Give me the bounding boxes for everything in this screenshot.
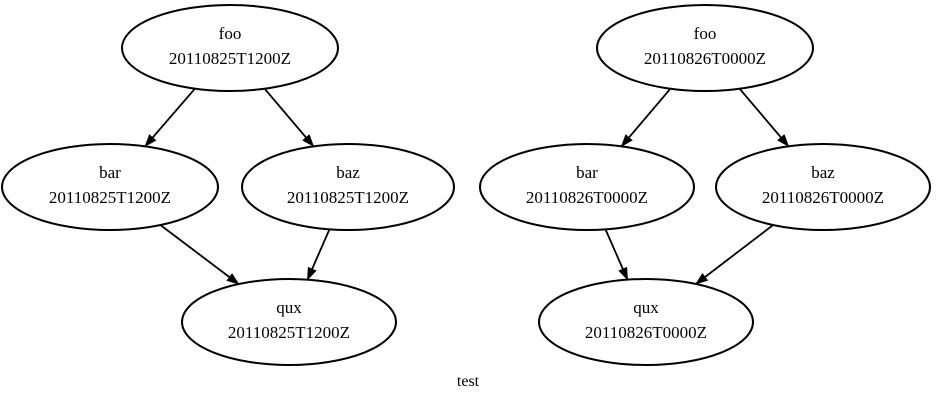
node-label-right-foo: foo	[694, 24, 717, 43]
node-left-baz: baz 20110825T1200Z	[241, 143, 455, 231]
node-right-foo: foo 20110826T0000Z	[596, 4, 814, 92]
edge-right-baz-to-qux	[695, 224, 774, 285]
edge-left-foo-to-bar	[144, 88, 196, 148]
node-label-left-baz: baz	[336, 163, 360, 182]
node-left-foo: foo 20110825T1200Z	[121, 4, 339, 92]
node-timestamp-left-bar: 20110825T1200Z	[49, 188, 171, 207]
edge-left-bar-to-qux	[159, 224, 240, 285]
node-right-bar: bar 20110826T0000Z	[479, 143, 695, 231]
node-timestamp-right-baz: 20110826T0000Z	[762, 188, 884, 207]
node-ellipse-right-qux	[538, 278, 754, 366]
node-left-bar: bar 20110825T1200Z	[1, 143, 219, 231]
node-timestamp-left-qux: 20110825T1200Z	[228, 323, 350, 342]
node-ellipse-left-foo	[121, 4, 339, 92]
edge-right-foo-to-bar	[620, 88, 672, 148]
node-label-left-bar: bar	[99, 163, 121, 182]
node-timestamp-right-bar: 20110826T0000Z	[526, 188, 648, 207]
node-label-right-bar: bar	[576, 163, 598, 182]
node-ellipse-left-bar	[1, 143, 219, 231]
node-right-baz: baz 20110826T0000Z	[715, 143, 931, 231]
node-timestamp-right-qux: 20110826T0000Z	[585, 323, 707, 342]
node-ellipse-right-bar	[479, 143, 695, 231]
node-label-right-qux: qux	[633, 298, 659, 317]
node-label-left-qux: qux	[276, 298, 302, 317]
edge-right-bar-to-qux	[604, 229, 629, 281]
node-label-right-baz: baz	[811, 163, 835, 182]
edge-right-foo-to-baz	[738, 88, 790, 148]
node-ellipse-right-foo	[596, 4, 814, 92]
node-timestamp-left-foo: 20110825T1200Z	[169, 49, 291, 68]
node-ellipse-left-qux	[181, 278, 397, 366]
node-label-left-foo: foo	[219, 24, 242, 43]
edge-left-foo-to-baz	[263, 88, 315, 148]
graph-title: test	[457, 373, 480, 390]
node-ellipse-right-baz	[715, 143, 931, 231]
node-left-qux: qux 20110825T1200Z	[181, 278, 397, 366]
node-right-qux: qux 20110826T0000Z	[538, 278, 754, 366]
edges-layer	[144, 88, 790, 285]
node-timestamp-right-foo: 20110826T0000Z	[644, 49, 766, 68]
node-ellipse-left-baz	[241, 143, 455, 231]
node-timestamp-left-baz: 20110825T1200Z	[287, 188, 409, 207]
nodes-layer: foo 20110825T1200Z bar 20110825T1200Z baz 201…	[1, 4, 931, 366]
edge-left-baz-to-qux	[306, 228, 331, 281]
